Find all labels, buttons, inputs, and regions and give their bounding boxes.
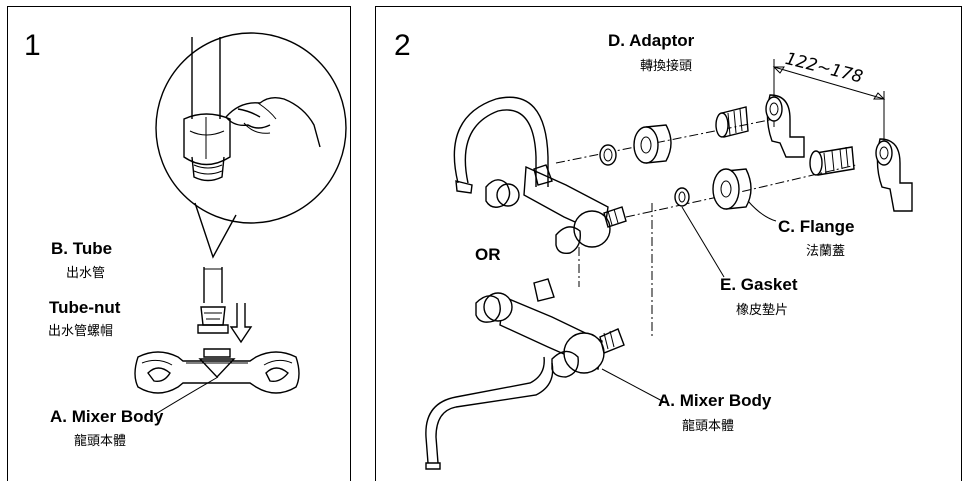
mixer-body-label-2: A. Mixer Body xyxy=(658,391,772,410)
tube-nut-label: Tube-nut xyxy=(49,298,121,317)
or-label: OR xyxy=(475,245,501,264)
tube xyxy=(197,267,229,334)
adaptor-label: D. Adaptor xyxy=(608,31,695,50)
upper-fittings xyxy=(599,94,805,166)
flange-label: C. Flange xyxy=(778,217,855,236)
step-1-number: 1 xyxy=(24,29,41,62)
adaptor-label-zh: 轉換接頭 xyxy=(640,59,693,74)
upper-spout xyxy=(453,96,549,194)
lower-mixer-body xyxy=(425,278,625,470)
mixer-body-label-zh: 龍頭本體 xyxy=(74,434,127,449)
step-1-panel: 1 xyxy=(7,6,351,481)
tube-label-zh: 出水管 xyxy=(66,266,106,281)
gasket-label: E. Gasket xyxy=(720,275,798,294)
mixer-body xyxy=(134,348,300,394)
magnified-callout xyxy=(155,32,347,259)
tube-nut-label-zh: 出水管螺帽 xyxy=(48,324,114,339)
flange-label-zh: 法蘭蓋 xyxy=(806,244,846,259)
down-arrow xyxy=(229,303,253,344)
tube-label: B. Tube xyxy=(51,239,113,258)
lower-fittings xyxy=(674,138,913,212)
upper-mixer-body xyxy=(485,164,627,255)
gasket-label-zh: 橡皮墊片 xyxy=(736,303,789,318)
step-2-panel: 2 xyxy=(375,6,962,481)
mixer-body-label: A. Mixer Body xyxy=(50,407,164,426)
step-2-number: 2 xyxy=(394,29,411,62)
step-1-illustration xyxy=(134,32,347,416)
step-2-illustration xyxy=(425,59,913,470)
mixer-body-label-2-zh: 龍頭本體 xyxy=(682,419,735,434)
